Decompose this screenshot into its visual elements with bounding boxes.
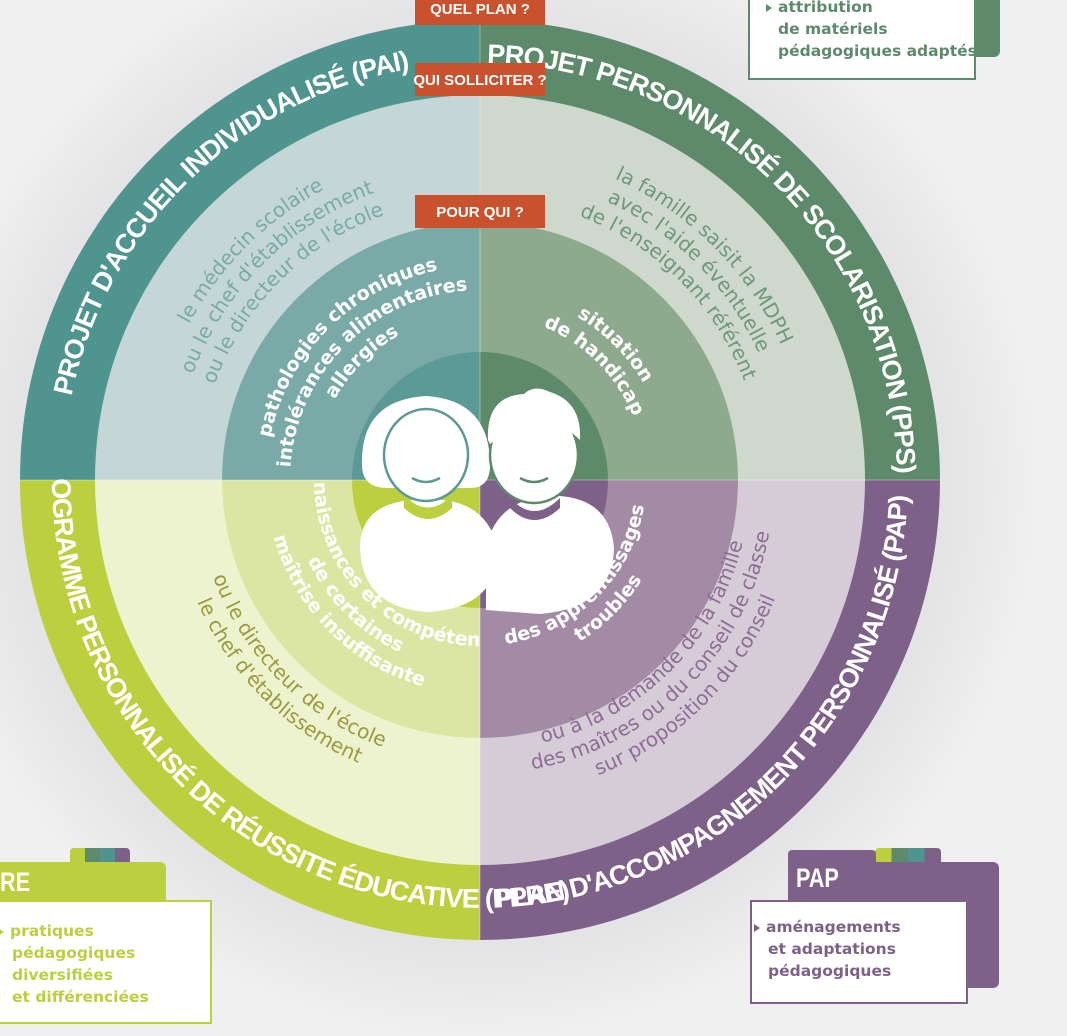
quel-plan-label: QUEL PLAN ? <box>430 1 530 18</box>
ppre-card-line-2: pédagogiques <box>12 944 136 962</box>
pap-card-title: PAP <box>796 863 839 893</box>
pour-qui-label: POUR QUI ? <box>436 204 524 221</box>
pps-card-line-2: de matériels <box>778 20 888 38</box>
boy-shoulders <box>486 496 614 614</box>
girl-shoulders <box>360 500 498 612</box>
pour-qui-tag <box>415 195 545 228</box>
pps-card: attribution de matériels pédagogiques ad… <box>748 0 1008 80</box>
bullet-arrow-icon <box>0 927 4 936</box>
ppre-card-title: RE <box>0 867 31 897</box>
qui-solliciter-label: QUI SOLLICITER ? <box>413 72 546 89</box>
pap-card-line-3: pédagogiques <box>768 962 892 980</box>
boy-smile <box>519 476 549 484</box>
ppre-card-box: pratiques pédagogiques diversifiées et d… <box>0 900 212 1024</box>
pap-card: PAP aménagements et adaptations pédagogi… <box>750 848 1010 1008</box>
pps-card-box: attribution de matériels pédagogiques ad… <box>748 0 977 80</box>
girl-smile <box>411 476 441 484</box>
boy-collar <box>510 498 560 520</box>
girl-face <box>382 407 470 503</box>
ppre-card: RE pratiques pédagogiques diversifiées e… <box>0 848 220 1028</box>
pps-card-line-3: pédagogiques adaptés <box>778 42 977 60</box>
pap-card-line-1: aménagements <box>754 916 966 938</box>
bullet-arrow-icon <box>766 3 772 12</box>
pps-card-line-1: attribution <box>766 0 974 18</box>
girl-collar <box>404 495 452 519</box>
qui-solliciter-tag <box>415 63 545 96</box>
ppre-card-tabs <box>70 848 130 862</box>
bullet-arrow-icon <box>754 923 760 932</box>
quel-plan-tag <box>415 0 545 25</box>
pap-card-line-2: et adaptations <box>768 940 896 958</box>
children-icon <box>360 388 614 614</box>
boy-hair <box>487 388 581 444</box>
pap-card-tabs <box>875 848 941 862</box>
ppre-card-line-4: et différenciées <box>12 988 149 1006</box>
ppre-card-line-1: pratiques <box>0 920 210 942</box>
ppre-card-line-3: diversifiées <box>12 966 113 984</box>
pap-card-box: aménagements et adaptations pédagogiques <box>750 900 968 1004</box>
